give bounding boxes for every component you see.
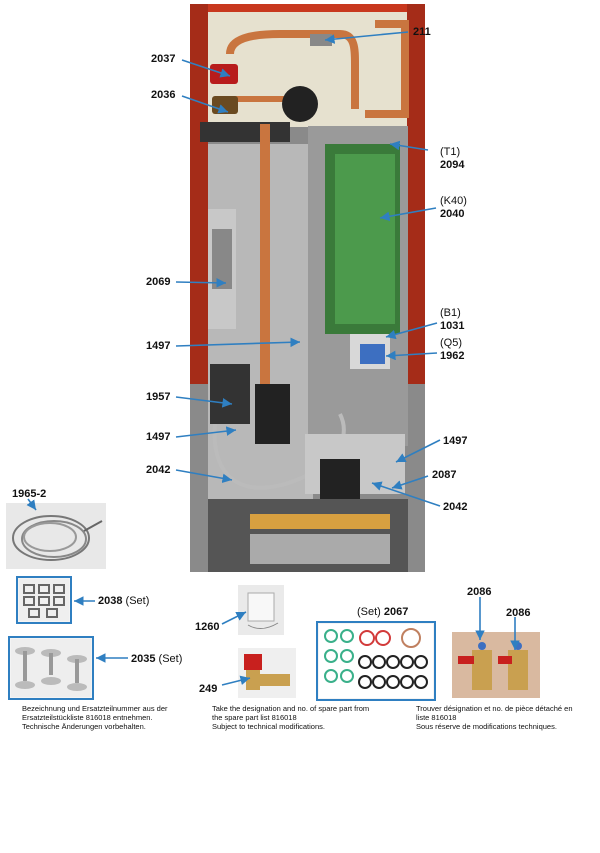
- label-2094: 2094: [440, 159, 465, 171]
- label-q5-code: (Q5): [440, 337, 462, 349]
- label-2067-number: 2067: [383, 606, 409, 618]
- label-2086-a: 2086: [467, 586, 492, 598]
- label-249: 249: [199, 683, 218, 695]
- label-1497-a: 1497: [146, 340, 171, 352]
- label-2086-b: 2086: [506, 607, 531, 619]
- label-2040: 2040: [440, 208, 465, 220]
- label-2038-number: 2038: [98, 595, 123, 607]
- label-1957: 1957: [146, 391, 171, 403]
- note-english-line-2: the spare part list 816018: [212, 713, 297, 722]
- label-1965-2: 1965-2: [12, 488, 47, 500]
- note-german-line-1: Bezeichnung und Ersatzteilnummer aus der: [22, 704, 168, 713]
- label-2069: 2069: [146, 276, 171, 288]
- note-french-line-2: liste 816018: [416, 713, 457, 722]
- note-french-line-3: Sous réserve de modifications techniques…: [416, 722, 557, 731]
- label-2037: 2037: [151, 53, 176, 65]
- label-1031: 1031: [440, 320, 465, 332]
- heat-pump-photo: [190, 4, 425, 572]
- label-t1-code: (T1): [440, 146, 461, 158]
- label-2067-set: (Set): [357, 606, 381, 618]
- safety-valve-photo: [238, 648, 296, 698]
- label-t1: (T1): [440, 146, 460, 158]
- label-2035-number: 2035: [131, 653, 156, 665]
- label-2042-a: 2042: [146, 464, 171, 476]
- label-2042-b: 2042: [443, 501, 468, 513]
- label-211: 211: [413, 26, 431, 38]
- label-2036: 2036: [151, 89, 176, 101]
- sensor-photo: [238, 585, 284, 635]
- note-english: Take the designation and no. of spare pa…: [212, 704, 392, 731]
- note-english-line-3: Subject to technical modifications.: [212, 722, 325, 731]
- note-french-line-1: Trouver désignation et no. de pièce déta…: [416, 704, 573, 713]
- label-b1: (B1): [440, 307, 461, 319]
- label-2067: (Set) 2067: [357, 606, 408, 618]
- label-q5: (Q5): [440, 337, 462, 349]
- clips-photo: [19, 579, 69, 621]
- note-english-line-1: Take the designation and no. of spare pa…: [212, 704, 370, 713]
- label-2038: 2038 (Set): [98, 595, 149, 607]
- label-b1-code: (B1): [440, 307, 461, 319]
- note-french: Trouver désignation et no. de pièce déta…: [416, 704, 596, 731]
- note-german-line-3: Technische Änderungen vorbehalten.: [22, 722, 146, 731]
- feet-photo: [11, 639, 91, 697]
- label-1497-b: 1497: [146, 431, 171, 443]
- label-1497-c: 1497: [443, 435, 468, 447]
- o-rings-photo: [319, 624, 433, 698]
- label-2035-set: (Set): [158, 653, 183, 665]
- label-2035: 2035 (Set): [131, 653, 182, 665]
- cable-photo: [6, 503, 106, 569]
- note-german-line-2: Ersatzteilstückliste 816018 entnehmen.: [22, 713, 153, 722]
- label-1260: 1260: [195, 621, 220, 633]
- label-k40: (K40): [440, 195, 467, 207]
- label-2087: 2087: [432, 469, 457, 481]
- label-2038-set: (Set): [125, 595, 150, 607]
- label-k40-code: (K40): [440, 195, 467, 207]
- note-german: Bezeichnung und Ersatzteilnummer aus der…: [22, 704, 202, 731]
- ball-valves-photo: [452, 632, 540, 698]
- label-1962: 1962: [440, 350, 465, 362]
